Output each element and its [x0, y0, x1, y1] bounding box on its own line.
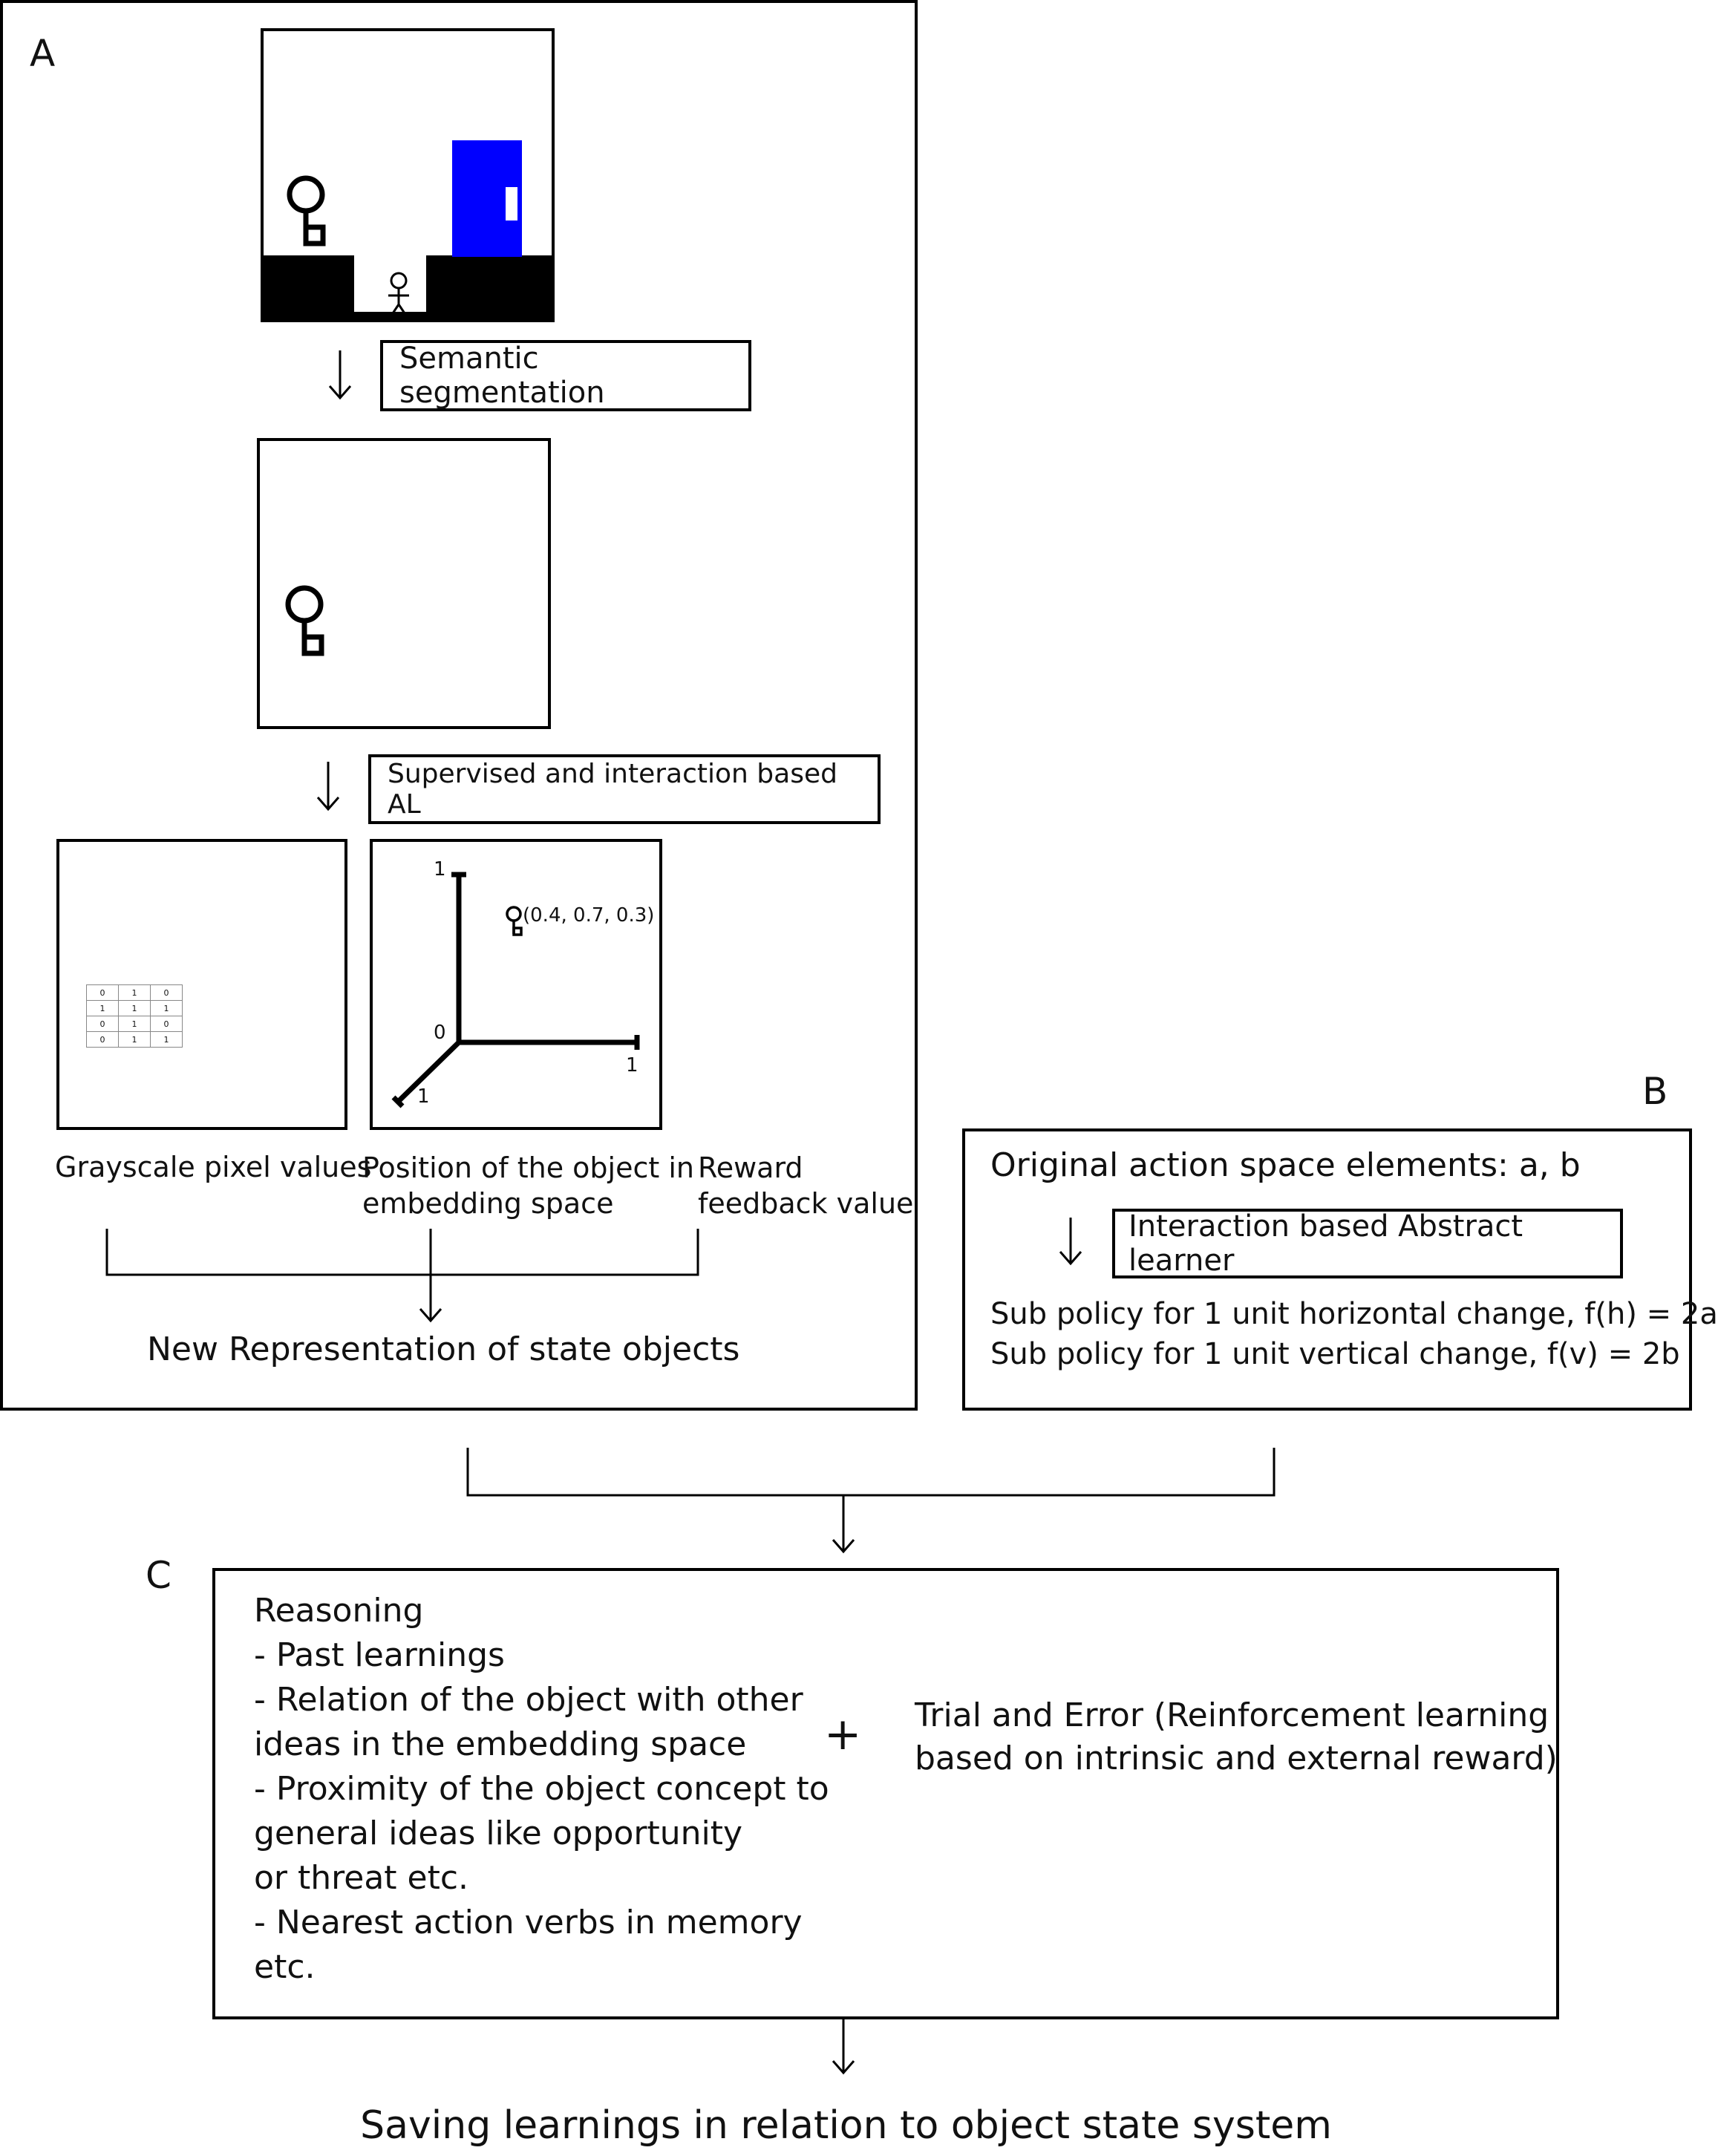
ground-base: [264, 312, 552, 319]
grid-cell: 1: [150, 1031, 183, 1048]
ground-right: [426, 255, 552, 319]
reasoning-line: general ideas like opportunity: [254, 1814, 743, 1852]
grid-cell: 1: [86, 1000, 119, 1016]
action-space-header: Original action space elements: a, b: [990, 1146, 1581, 1184]
x-axis-tick: 1: [626, 1054, 638, 1077]
sub-policy-vertical: Sub policy for 1 unit vertical change, f…: [990, 1337, 1680, 1371]
ground-left: [264, 255, 354, 319]
caption-reward-line1: Reward: [698, 1152, 803, 1184]
trial-line2: based on intrinsic and external reward): [915, 1740, 1558, 1777]
caption-reward-line2: feedback value: [698, 1186, 914, 1220]
reasoning-line: - Proximity of the object concept to: [254, 1770, 829, 1808]
reasoning-list: Reasoning - Past learnings - Relation of t…: [254, 1589, 829, 1990]
grid-cell: 0: [150, 1016, 183, 1032]
reasoning-line: - Past learnings: [254, 1636, 505, 1674]
grid-cell: 1: [118, 1000, 151, 1016]
reasoning-line: - Relation of the object with other: [254, 1681, 803, 1719]
caption-reward: Reward feedback value: [698, 1151, 913, 1221]
panel-b-letter: B: [1642, 1070, 1668, 1113]
grid-cell: 1: [118, 1016, 151, 1032]
reasoning-line: Reasoning: [254, 1592, 424, 1630]
arrow-down-icon: [328, 350, 352, 400]
abstract-learner-box: Interaction based Abstract learner: [1112, 1209, 1623, 1278]
panel-c-letter: C: [146, 1554, 172, 1597]
panel-c-frame: [212, 1568, 1559, 2019]
reasoning-line: ideas in the embedding space: [254, 1725, 747, 1763]
segmented-frame: [257, 438, 551, 729]
grid-cell: 0: [86, 1016, 119, 1032]
grid-cell: 0: [86, 984, 119, 1001]
arrow-down-icon: [832, 2019, 855, 2075]
key-icon: [285, 585, 324, 656]
supervised-al-label: Supervised and interaction based AL: [388, 759, 837, 820]
plus-sign: +: [824, 1708, 862, 1760]
sub-policy-horizontal: Sub policy for 1 unit horizontal change,…: [990, 1297, 1718, 1331]
key-icon: [287, 175, 326, 246]
supervised-al-box: Supervised and interaction based AL: [368, 754, 881, 824]
segmented-drawing: [285, 585, 324, 656]
embedding-box: 1 0 1 1 (0.4, 0.7, 0.3): [370, 839, 662, 1130]
stick-figure-icon: [388, 272, 409, 318]
panel-a-bracket: [105, 1229, 699, 1323]
grid-cell: 0: [150, 984, 183, 1001]
grid-cell: 1: [118, 984, 151, 1001]
caption-position: Position of the object in embedding spac…: [362, 1151, 694, 1221]
key-coordinates: (0.4, 0.7, 0.3): [523, 904, 655, 927]
reasoning-line: - Nearest action verbs in memory: [254, 1904, 803, 1941]
trial-and-error: Trial and Error (Reinforcement learning …: [915, 1694, 1558, 1780]
y-axis-tick: 1: [434, 858, 446, 881]
panel-a-letter: A: [30, 32, 56, 75]
key-icon: [506, 906, 523, 936]
grid-cell: 0: [86, 1031, 119, 1048]
arrow-down-icon: [1059, 1218, 1082, 1266]
reasoning-line: etc.: [254, 1948, 316, 1986]
door-handle: [506, 187, 517, 220]
caption-grayscale: Grayscale pixel values: [55, 1151, 372, 1183]
caption-position-line2: embedding space: [362, 1186, 614, 1220]
reasoning-line: or threat etc.: [254, 1859, 469, 1897]
abstract-learner-label: Interaction based Abstract learner: [1129, 1209, 1523, 1278]
game-scene-drawing: [264, 140, 552, 319]
origin-tick: 0: [434, 1022, 446, 1044]
semantic-segmentation-box: Semantic segmentation: [380, 340, 751, 411]
game-scene: [261, 28, 555, 322]
semantic-segmentation-label: Semantic segmentation: [399, 342, 605, 410]
merge-connector: [466, 1448, 1276, 1554]
arrow-down-icon: [316, 762, 340, 811]
new-representation-label: New Representation of state objects: [147, 1330, 740, 1368]
trial-line1: Trial and Error (Reinforcement learning: [915, 1696, 1549, 1734]
embedding-axes: [391, 872, 640, 1108]
grid-cell: 1: [118, 1031, 151, 1048]
caption-position-line1: Position of the object in: [362, 1152, 695, 1184]
footer-label: Saving learnings in relation to object s…: [360, 2103, 1332, 2148]
z-axis-tick: 1: [417, 1085, 430, 1108]
grid-cell: 1: [150, 1000, 183, 1016]
